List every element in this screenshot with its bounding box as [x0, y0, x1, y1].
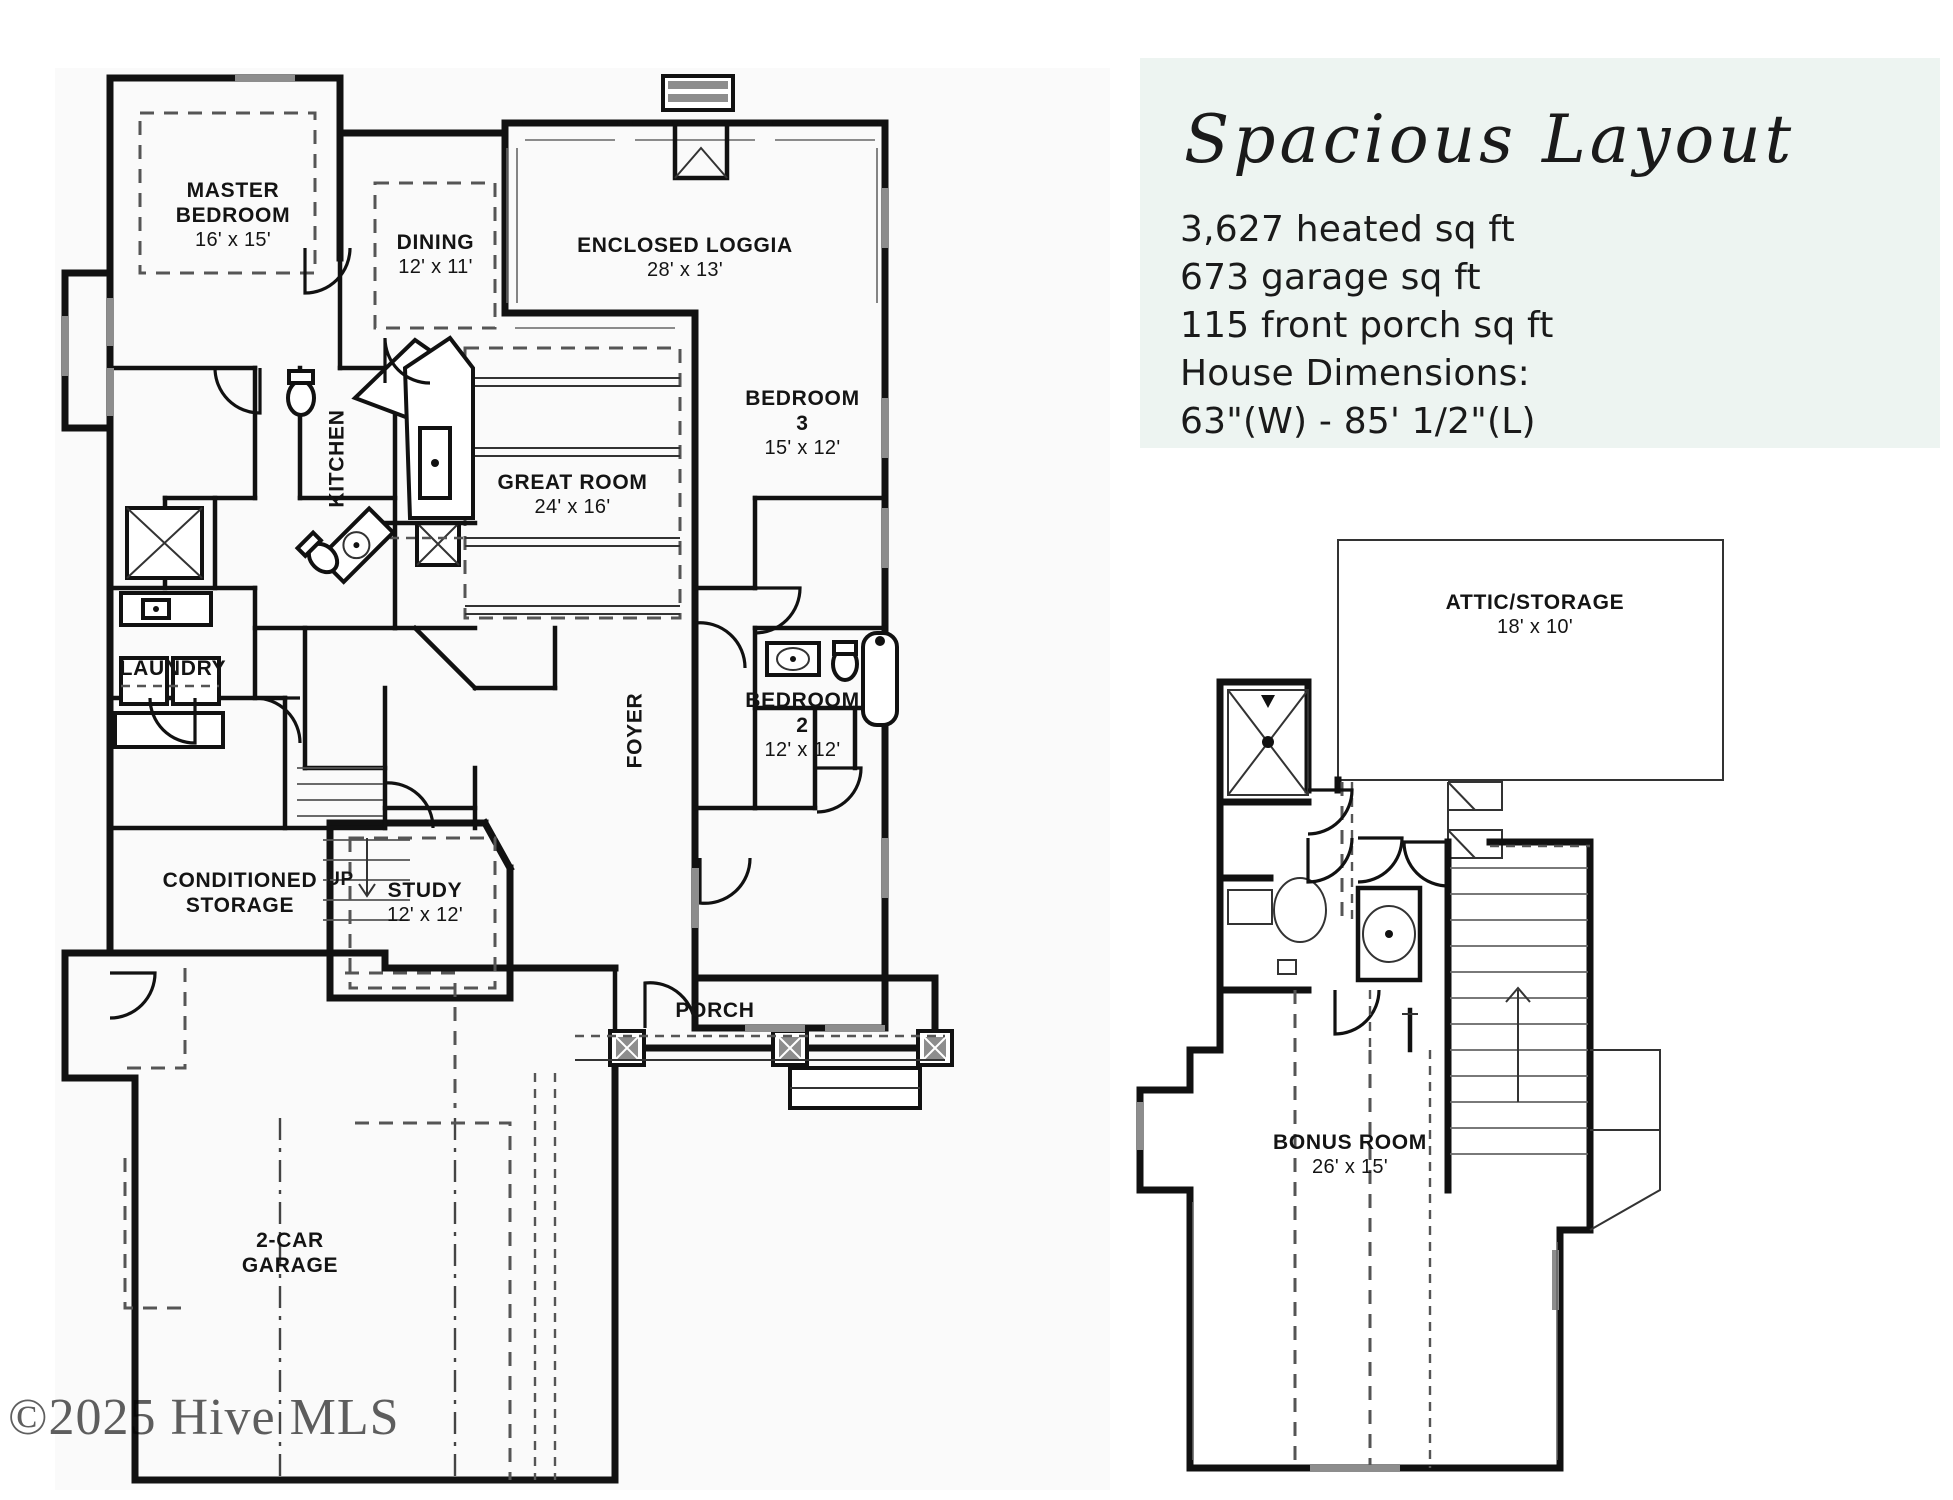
info-line-house-dimensions-value: 63"(W) - 85' 1/2"(L)	[1180, 401, 1536, 442]
stairs	[297, 767, 410, 921]
info-line-garage-sqft: 673 garage sq ft	[1180, 257, 1481, 298]
copyright-watermark: ©2025 Hive MLS	[8, 1389, 400, 1446]
info-card-lines: 3,627 heated sq ft 673 garage sq ft 115 …	[1180, 206, 1910, 446]
info-line-house-dimensions-label: House Dimensions:	[1180, 353, 1530, 394]
second-floor-plan-panel: ATTIC/STORAGE 18' x 10' BONUS ROOM 26' x…	[1130, 490, 1950, 1500]
garage-dashed-outlines	[123, 968, 557, 1480]
door-swings	[109, 247, 863, 1029]
info-line-porch-sqft: 115 front porch sq ft	[1180, 305, 1554, 346]
script-title-handwriting: Spacious Layout	[1184, 101, 1795, 178]
plumbing-fixtures	[113, 369, 899, 749]
info-line-heated-sqft: 3,627 heated sq ft	[1180, 209, 1515, 250]
great-room-detail	[465, 377, 680, 615]
attic-storage-outline	[1337, 539, 1724, 781]
second-floor-walls	[1136, 678, 1661, 1472]
loggia-windows	[506, 120, 878, 329]
main-floor-plan-panel: MASTER BEDROOM 16' x 15' DINING 12' x 11…	[55, 68, 1110, 1490]
exterior-walls	[61, 74, 939, 1484]
info-card-script-title: Spacious Layout	[1180, 82, 1900, 192]
ceiling-outlines	[138, 111, 682, 990]
window-marks	[62, 75, 889, 1032]
porch-columns	[575, 1029, 954, 1110]
script-title-text: Spacious Layout	[1184, 101, 1795, 178]
main-floor-plan-drawing	[61, 74, 954, 1484]
detail-callout-box	[661, 74, 735, 181]
second-floor-plan-drawing	[1136, 539, 1724, 1472]
spacious-layout-info-card: Spacious Layout 3,627 heated sq ft 673 g…	[1140, 58, 1940, 448]
kitchen-fixtures	[351, 335, 478, 567]
